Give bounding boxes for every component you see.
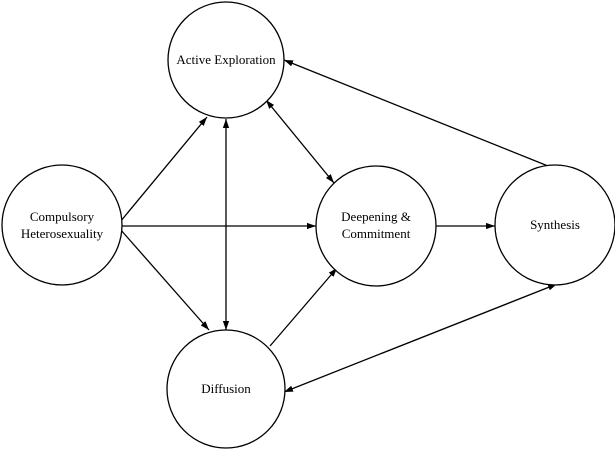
node-active-label: Active Exploration — [176, 52, 276, 67]
edge-synthesis-to-active — [283, 59, 549, 167]
node-diffusion-label: Diffusion — [201, 381, 251, 396]
node-deepening-label-line2: Commitment — [342, 226, 411, 241]
edge-compulsory-to-active — [119, 116, 208, 223]
node-active-exploration: Active Exploration — [167, 1, 285, 119]
edge-diffusion-to-deepening — [269, 267, 338, 347]
node-compulsory-label-line1: Compulsory — [30, 209, 95, 224]
node-diffusion: Diffusion — [166, 329, 286, 449]
node-compulsory-label-line2: Heterosexuality — [21, 226, 104, 241]
edges-layer — [119, 59, 558, 393]
node-synthesis: Synthesis — [494, 164, 615, 286]
edge-active-to-deepening — [265, 99, 335, 184]
node-deepening-commitment: Deepening & Commitment — [315, 165, 437, 287]
edge-compulsory-to-diffusion — [119, 228, 210, 331]
node-synthesis-label: Synthesis — [530, 217, 580, 232]
edge-synthesis-to-diffusion — [283, 283, 558, 393]
node-compulsory-heterosexuality: Compulsory Heterosexuality — [1, 164, 123, 286]
node-deepening-label-line1: Deepening & — [341, 209, 411, 224]
